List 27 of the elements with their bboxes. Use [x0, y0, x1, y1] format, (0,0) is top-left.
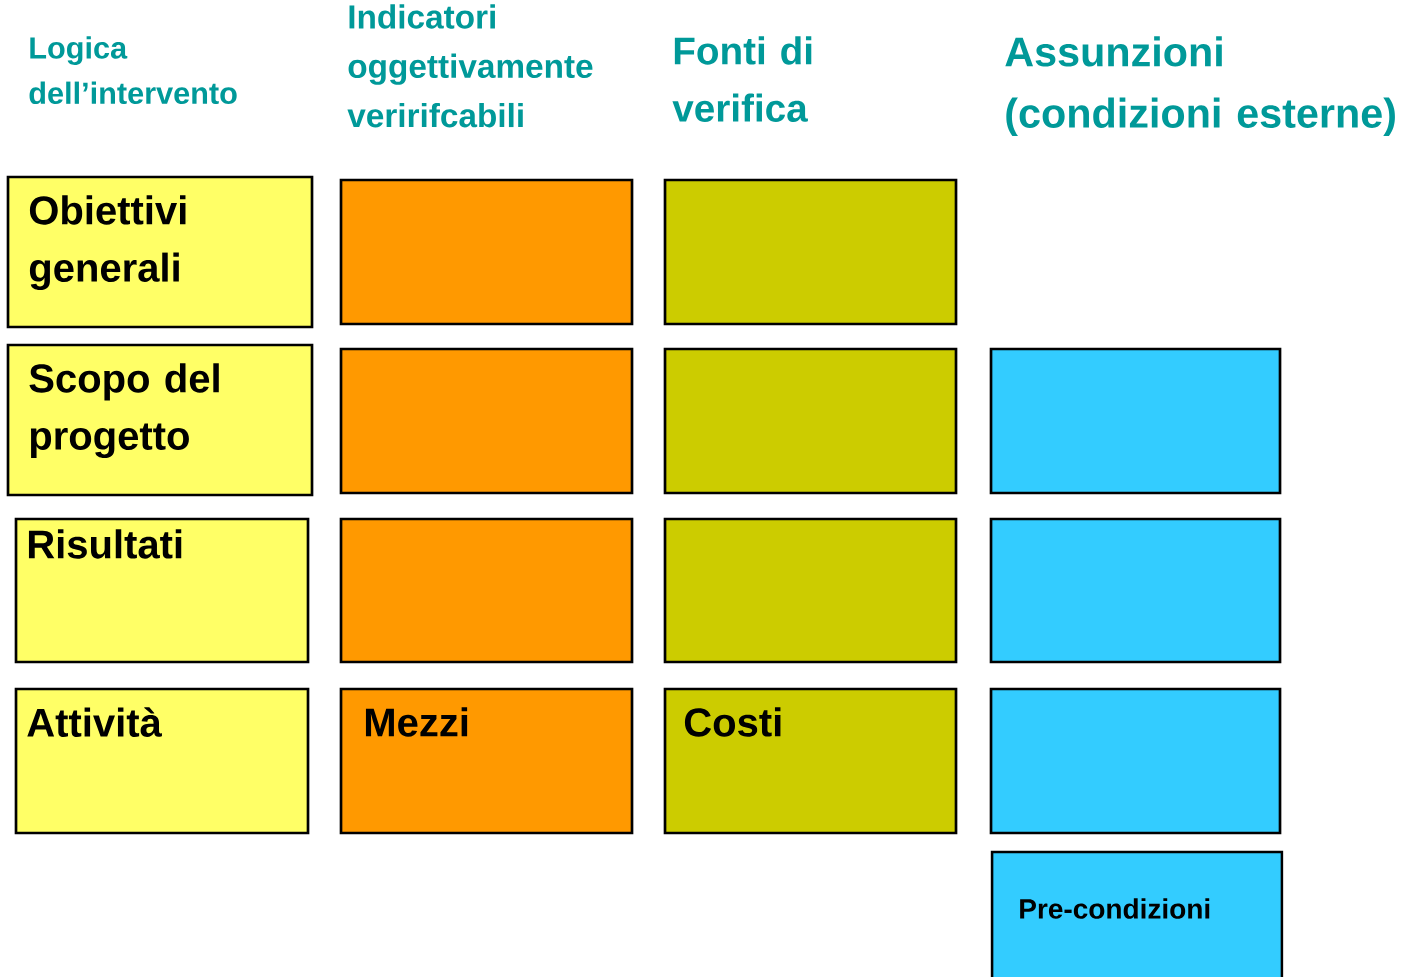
empty-box: [663, 517, 958, 664]
text-box: [663, 687, 958, 835]
empty-box: [663, 178, 958, 326]
empty-box: [339, 517, 634, 664]
box-label: Risultati: [28, 529, 182, 559]
column-heading: Assunzioni (condizioni esterne): [1005, 36, 1395, 137]
box-label: Mezzi: [365, 707, 468, 737]
text-box: [6, 175, 314, 329]
empty-box: [989, 517, 1282, 664]
column-heading: Indicatori oggettivamente veririfcabili: [347, 4, 593, 128]
empty-box: [339, 178, 634, 326]
text-box: [14, 517, 310, 664]
box-label: Attività: [27, 707, 162, 737]
box-label: Obiettivi generali: [29, 195, 186, 291]
text-box: [990, 850, 1284, 977]
empty-box: [663, 347, 958, 495]
empty-box: [989, 687, 1282, 835]
empty-box: [339, 347, 634, 495]
text-box: [339, 687, 634, 835]
empty-box: [989, 347, 1282, 495]
box-label: Pre-condizioni: [1020, 898, 1210, 919]
text-box: [14, 687, 310, 835]
box-label: Scopo del progetto: [29, 363, 219, 459]
column-heading: Fonti di verifica: [672, 36, 812, 122]
box-label: Costi: [684, 707, 781, 737]
column-heading: Logica dell’intervento: [29, 36, 237, 105]
text-box: [6, 343, 314, 497]
